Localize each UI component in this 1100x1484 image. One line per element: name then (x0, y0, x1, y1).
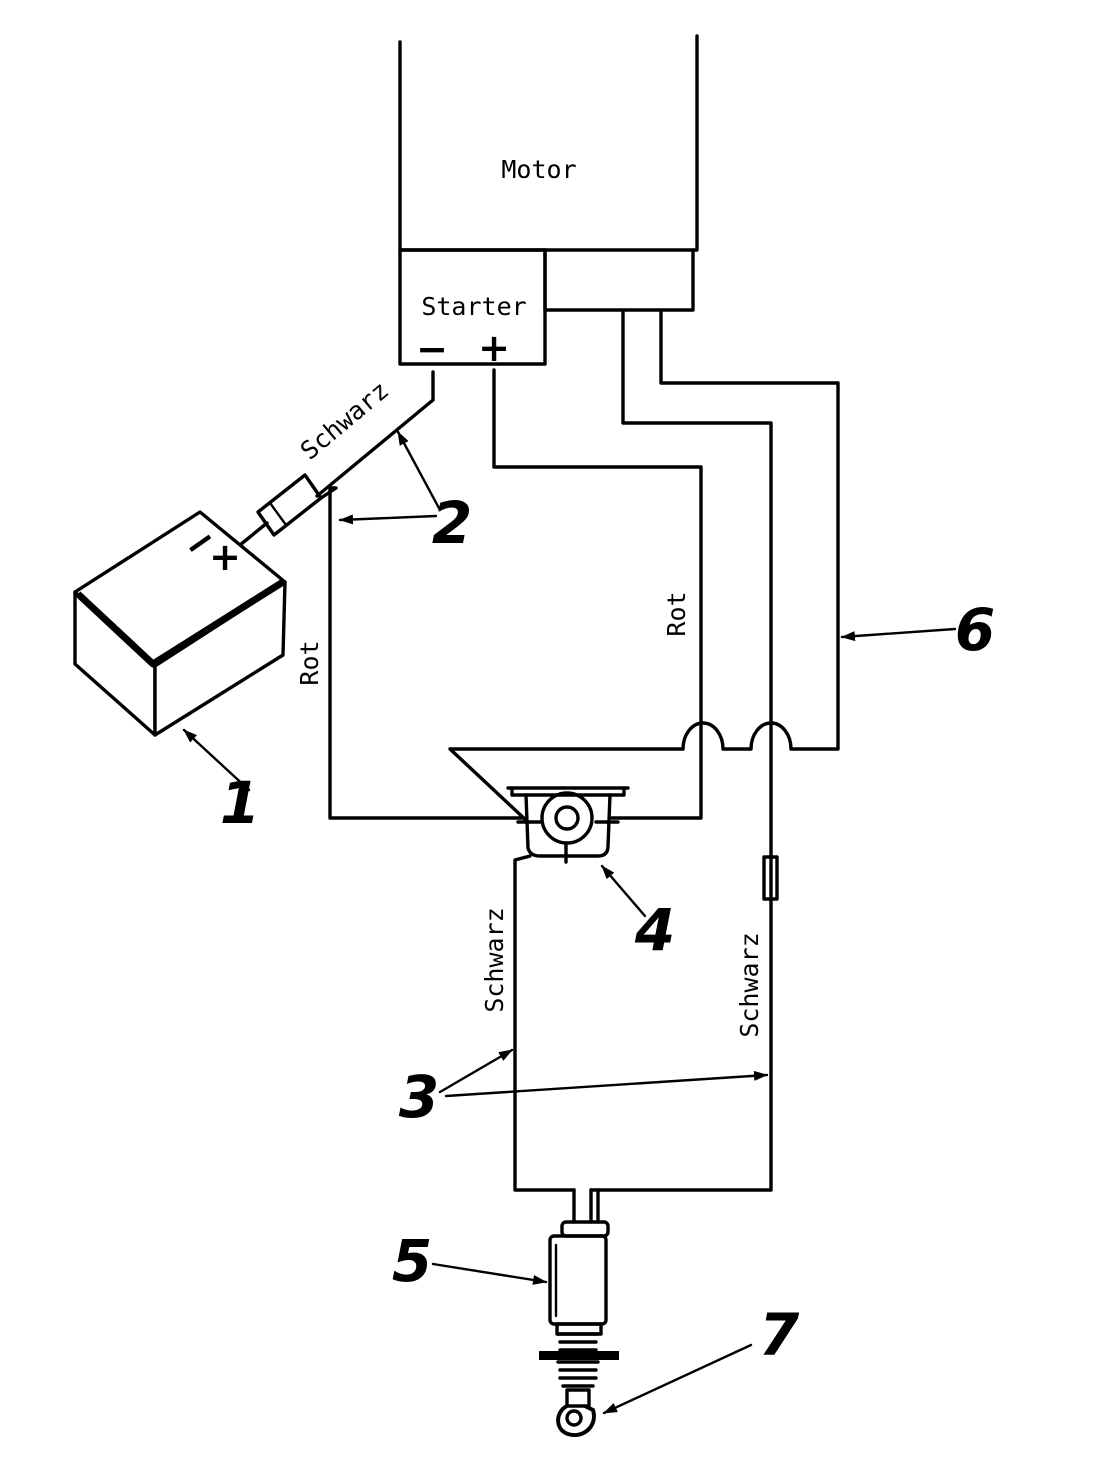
callout-3: 3 (399, 1063, 439, 1131)
battery-positive-wire: Rot (295, 486, 524, 820)
leader-lines (182, 430, 957, 1415)
starter-positive-wire: Rot (492, 368, 703, 820)
motor-block: Motor (398, 34, 699, 312)
callout-2: 2 (432, 489, 472, 557)
callout-numbers: 1 2 3 4 5 6 7 (220, 489, 995, 1369)
spark-plug (539, 1188, 619, 1438)
battery-plus-terminal: + (209, 535, 241, 579)
starter-label: Starter (421, 292, 526, 321)
wire-schwarz-top-label: Schwarz (295, 376, 394, 466)
motor-label: Motor (501, 155, 576, 184)
starter-block: Starter − + (398, 248, 547, 371)
callout-5: 5 (392, 1227, 432, 1295)
wire-schwarz-mid-label: Schwarz (480, 907, 509, 1012)
callout-4: 4 (634, 896, 675, 964)
starter-plus-terminal: + (478, 326, 510, 370)
wire-rot-right-label: Rot (662, 591, 691, 636)
battery-ground-wire: Schwarz (238, 370, 435, 547)
wire-schwarz-right-label: Schwarz (735, 932, 764, 1037)
callout-7: 7 (759, 1301, 800, 1369)
switch (506, 786, 630, 864)
callout-6: 6 (955, 596, 995, 664)
callout-1: 1 (220, 769, 260, 837)
motor-wires: Schwarz (448, 310, 840, 1192)
battery: − + (73, 510, 287, 737)
switch-to-plug-wire: Schwarz (480, 854, 576, 1192)
starter-minus-terminal: − (416, 327, 448, 371)
wire-rot-left-label: Rot (295, 640, 324, 685)
